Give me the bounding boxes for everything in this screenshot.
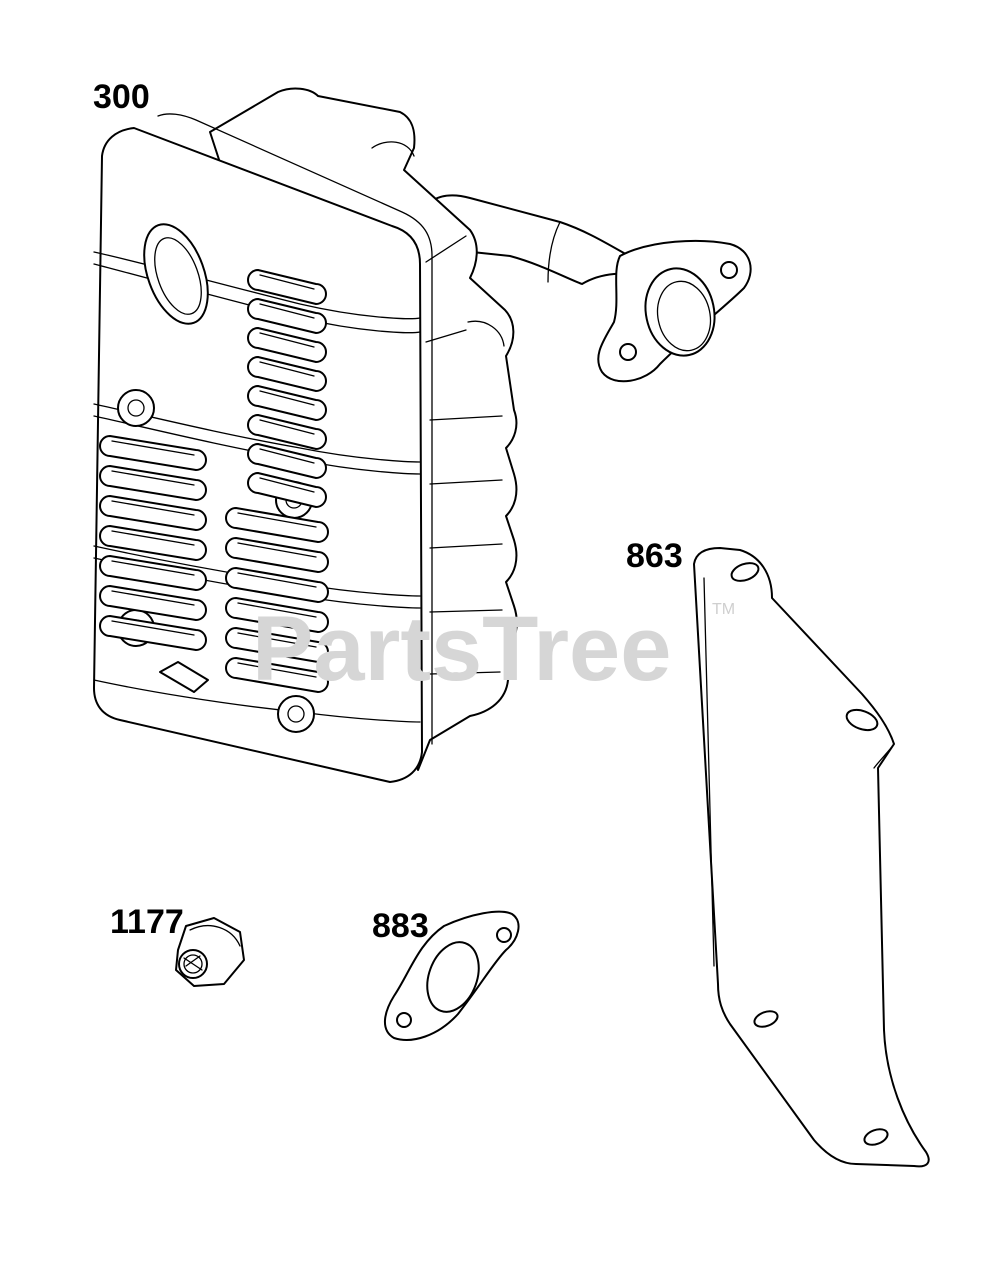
louver-slot bbox=[225, 537, 329, 573]
louver-slot-edge bbox=[259, 332, 315, 348]
louver-slot bbox=[247, 443, 327, 479]
louver-slot bbox=[99, 465, 207, 501]
part-label-863: 863 bbox=[626, 537, 683, 575]
louver-slot bbox=[247, 356, 327, 392]
louver-slot bbox=[99, 495, 207, 531]
louver-slot bbox=[247, 414, 327, 450]
louver-slot-edge bbox=[237, 632, 317, 648]
louver-slot bbox=[247, 327, 327, 363]
louver-slot bbox=[99, 435, 207, 471]
louver-slot bbox=[247, 472, 327, 508]
louver-slot bbox=[225, 597, 329, 633]
louver-slot-edge bbox=[237, 602, 317, 618]
part-label-1177: 1177 bbox=[110, 903, 184, 941]
louver-slot-edge bbox=[111, 470, 195, 486]
louver-slot bbox=[99, 585, 207, 621]
louver-slot-edge bbox=[259, 448, 315, 464]
louver-slot bbox=[99, 525, 207, 561]
louver-slot bbox=[225, 567, 329, 603]
louver-slot-edge bbox=[259, 477, 315, 493]
louver-slot-edge bbox=[259, 361, 315, 377]
watermark-trademark: TM bbox=[712, 601, 735, 618]
flange-nut-icon[interactable] bbox=[175, 917, 245, 987]
louver-slot bbox=[225, 657, 329, 693]
louver-slot bbox=[247, 385, 327, 421]
watermark-text: PartsTree bbox=[252, 598, 671, 700]
louver-slot bbox=[247, 269, 327, 305]
louver-slot-edge bbox=[237, 572, 317, 588]
louver-slot-edge bbox=[111, 500, 195, 516]
louver-slot bbox=[99, 615, 207, 651]
louver-slot-edge bbox=[237, 662, 317, 678]
louver-slot-edge bbox=[111, 590, 195, 606]
bolt-icon bbox=[277, 695, 315, 733]
bolt-icon bbox=[117, 389, 155, 427]
louver-slot-edge bbox=[237, 512, 317, 528]
louver-slot-edge bbox=[111, 530, 195, 546]
exhaust-gasket-icon[interactable] bbox=[384, 910, 520, 1041]
louver-slot-edge bbox=[259, 274, 315, 290]
part-label-300: 300 bbox=[93, 78, 150, 116]
louver-slot-edge bbox=[111, 560, 195, 576]
louver-slot-edge bbox=[237, 542, 317, 558]
part-label-883: 883 bbox=[372, 907, 429, 945]
muffler-icon[interactable] bbox=[93, 87, 752, 783]
muffler-bracket-icon[interactable] bbox=[693, 547, 930, 1168]
louver-slot-edge bbox=[259, 390, 315, 406]
louver-slot-edge bbox=[111, 440, 195, 456]
louver-slot-edge bbox=[111, 620, 195, 636]
louver-slot bbox=[247, 298, 327, 334]
louver-slot bbox=[99, 555, 207, 591]
logo-emblem-icon bbox=[159, 661, 209, 693]
louver-slot-edge bbox=[259, 419, 315, 435]
louver-slot bbox=[225, 507, 329, 543]
louver-slot bbox=[225, 627, 329, 663]
louver-slot-edge bbox=[259, 303, 315, 319]
